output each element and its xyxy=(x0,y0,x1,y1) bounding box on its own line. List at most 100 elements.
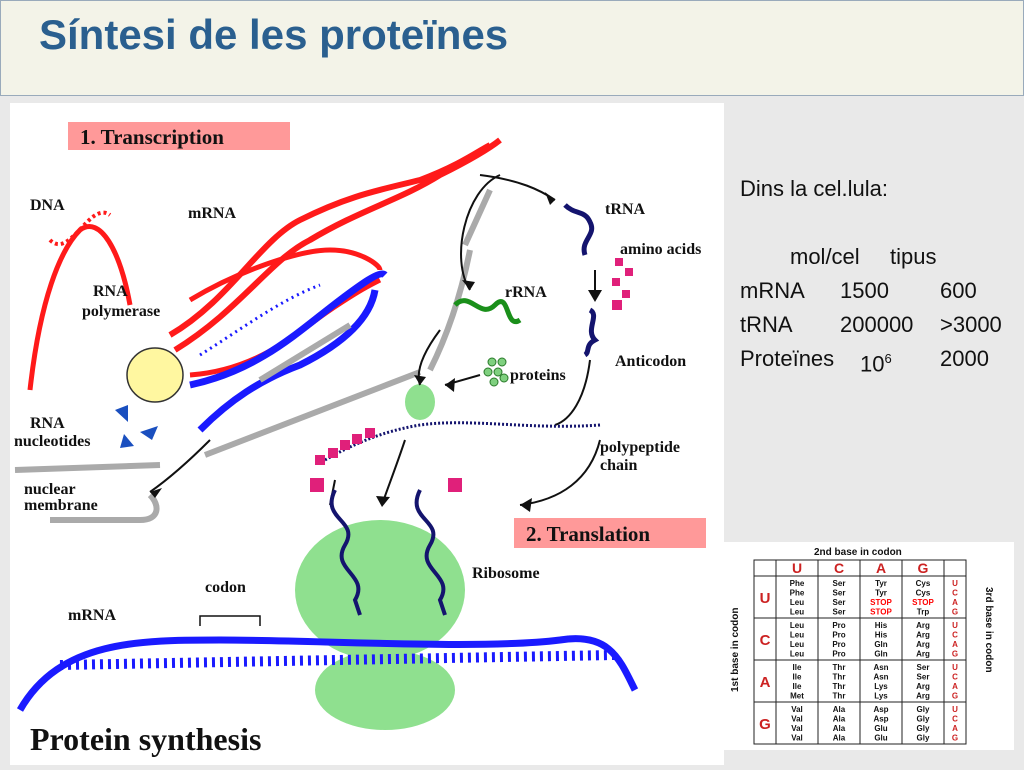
codon-third-base: C xyxy=(952,715,958,724)
codon-amino-acid: Ser xyxy=(833,579,846,588)
codon-amino-acid: Ala xyxy=(833,705,846,714)
codon-amino-acid: Ala xyxy=(833,734,846,743)
codon-amino-acid: Met xyxy=(790,692,804,701)
title-bar: Síntesi de les proteïnes xyxy=(0,0,1024,96)
codon-amino-acid: Phe xyxy=(790,589,805,598)
codon-amino-acid: STOP xyxy=(912,598,934,607)
codon-amino-acid: Pro xyxy=(832,631,845,640)
row-tipus: 600 xyxy=(940,278,977,303)
rna-polymerase xyxy=(126,347,184,403)
label-polypeptide-2: chain xyxy=(600,457,637,474)
trna-anticodon-molecule xyxy=(583,307,600,358)
col-mol-header: mol/cel xyxy=(790,244,860,269)
mrna-codon-strand xyxy=(16,635,639,712)
label-anticodon: Anticodon xyxy=(615,353,686,370)
codon-third-base: C xyxy=(952,589,958,598)
process-arrows xyxy=(149,174,601,506)
codon-amino-acid: Leu xyxy=(790,631,804,640)
codon-amino-acid: Glu xyxy=(874,734,887,743)
codon-amino-acid: Arg xyxy=(916,640,930,649)
codon-amino-acid: His xyxy=(875,631,888,640)
row-mol: 106 xyxy=(860,342,892,381)
codon-amino-acid: Thr xyxy=(833,663,846,672)
codon-amino-acid: Gly xyxy=(917,715,930,724)
codon-amino-acid: Ile xyxy=(793,673,802,682)
label-proteins: proteins xyxy=(510,367,566,384)
label-nuclear-membrane-2: membrane xyxy=(24,497,98,514)
codon-third-base: A xyxy=(952,682,958,691)
codon-table: 2nd base in codon 1st base in codon 3rd … xyxy=(724,542,1014,750)
ribosome-small-lower xyxy=(315,650,455,730)
codon-amino-acid: Arg xyxy=(916,621,930,630)
codon-third-base: G xyxy=(952,734,958,743)
section-transcription: 1. Transcription xyxy=(80,125,224,149)
codon-amino-acid: Arg xyxy=(916,692,930,701)
amino-acid-squares xyxy=(612,258,633,310)
label-nuclear-membrane-1: nuclear xyxy=(24,481,76,498)
row-mol-base: 10 xyxy=(860,351,885,377)
codon-second-base: C xyxy=(834,560,844,576)
codon-amino-acid: His xyxy=(875,621,888,630)
row-name: tRNA xyxy=(740,312,793,337)
codon-amino-acid: Phe xyxy=(790,579,805,588)
transcription-box xyxy=(68,122,290,150)
row-mol: 1500 xyxy=(840,278,889,303)
codon-amino-acid: Val xyxy=(791,715,803,724)
codon-third-base: U xyxy=(952,663,958,672)
codon-1st-base-label: 1st base in codon xyxy=(730,608,741,692)
page-title: Síntesi de les proteïnes xyxy=(39,11,509,58)
ribosome-large-subunit xyxy=(295,520,465,660)
dna-helix xyxy=(27,137,502,391)
codon-amino-acid: Asn xyxy=(873,673,888,682)
codon-amino-acid: Tyr xyxy=(875,589,887,598)
protein-synthesis-diagram: 1. Transcription 2. Translation xyxy=(10,103,724,765)
polypeptide-chain xyxy=(315,421,601,465)
codon-third-base: G xyxy=(952,650,958,659)
codon-second-base: U xyxy=(792,560,802,576)
codon-first-base: U xyxy=(760,590,771,607)
codon-amino-acid: Gln xyxy=(874,650,887,659)
codon-amino-acid: STOP xyxy=(870,598,892,607)
codon-amino-acid: Arg xyxy=(916,650,930,659)
codon-amino-acid: Lys xyxy=(874,682,888,691)
codon-third-base: U xyxy=(952,705,958,714)
rrna-molecule xyxy=(453,298,522,325)
codon-amino-acid: Pro xyxy=(832,621,845,630)
codon-amino-acid: Ile xyxy=(793,682,802,691)
label-ribosome: Ribosome xyxy=(472,565,540,582)
codon-first-base: A xyxy=(760,674,771,691)
info-heading: Dins la cel.lula: xyxy=(740,176,888,201)
codon-third-base: C xyxy=(952,631,958,640)
trna-molecule xyxy=(563,203,595,256)
codon-amino-acid: Tyr xyxy=(875,579,887,588)
codon-amino-acid: Val xyxy=(791,734,803,743)
label-rna-polymerase-2: polymerase xyxy=(82,303,160,320)
label-dna: DNA xyxy=(30,197,65,214)
codon-third-base: U xyxy=(952,579,958,588)
codon-third-base: A xyxy=(952,640,958,649)
rna-nucleotides xyxy=(115,405,158,448)
label-polypeptide-1: polypeptide xyxy=(600,439,680,456)
codon-amino-acid: Glu xyxy=(874,724,887,733)
label-rna-nucleotides-2: nucleotides xyxy=(14,433,90,450)
codon-amino-acid: Lys xyxy=(874,692,888,701)
diagram-caption: Protein synthesis xyxy=(30,721,261,757)
codon-amino-acid: Leu xyxy=(790,608,804,617)
codon-amino-acid: Ile xyxy=(793,663,802,672)
codon-amino-acid: Gln xyxy=(874,640,887,649)
codon-2nd-base-header: 2nd base in codon xyxy=(814,547,902,558)
codon-first-base: C xyxy=(760,632,771,649)
codon-amino-acid: Leu xyxy=(790,621,804,630)
codon-amino-acid: Gly xyxy=(917,724,930,733)
label-rna-polymerase-1: RNA xyxy=(93,283,128,300)
row-mol-exp: 6 xyxy=(884,351,892,366)
ribosome-amino-2 xyxy=(448,478,462,492)
codon-amino-acid: Cys xyxy=(916,589,931,598)
codon-second-base: G xyxy=(918,560,929,576)
codon-amino-acid: Val xyxy=(791,705,803,714)
row-name: mRNA xyxy=(740,278,805,303)
translation-box xyxy=(514,518,706,548)
label-codon: codon xyxy=(205,579,246,596)
codon-amino-acid: Thr xyxy=(833,692,846,701)
codon-third-base: G xyxy=(952,608,958,617)
